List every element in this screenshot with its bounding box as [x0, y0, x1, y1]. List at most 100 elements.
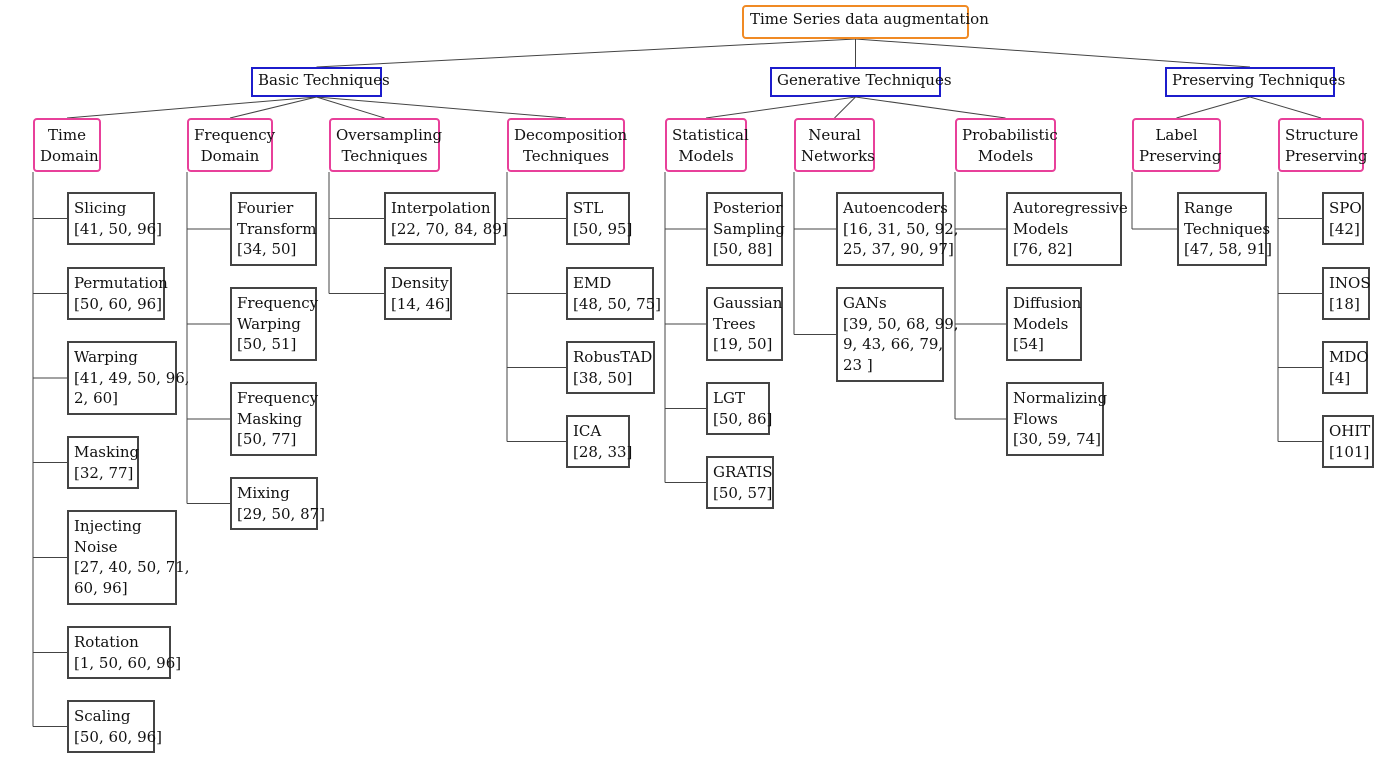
root-node: Time Series data augmentation	[742, 5, 989, 39]
leaf-emd-text-line: [48, 50, 75]	[573, 294, 662, 313]
subcategory-frequency-domain-text-line: Frequency	[194, 126, 276, 144]
leaf-spo-text-line: [42]	[1329, 219, 1360, 238]
leaf-frequency-text-line: Frequency	[237, 294, 319, 312]
leaf-gans-text-line: 23 ]	[843, 355, 873, 374]
leaf-robustad-text-line: RobusTAD	[573, 348, 653, 366]
leaf-permutation: Permutation[50, 60, 96]	[67, 267, 168, 320]
leaf-frequency-text-line: [50, 77]	[237, 430, 297, 448]
leaf-range-text-line: Range	[1184, 199, 1233, 217]
leaf-diffusion-text-line: Models	[1013, 314, 1069, 333]
leaf-rotation: Rotation[1, 50, 60, 96]	[67, 626, 181, 679]
edge-category-to-subcategory	[705, 96, 856, 119]
leaf-gratis-text-line: [50, 57]	[713, 483, 773, 502]
leaf-posterior-text-line: Posterior	[713, 199, 783, 217]
leaf-rotation-text-line: Rotation	[74, 633, 139, 651]
leaf-autoencoders-text-line: [16, 31, 50, 92,	[843, 219, 959, 238]
leaf-masking-text-line: [32, 77]	[74, 463, 134, 482]
leaf-masking: Masking [32, 77]	[67, 436, 139, 489]
leaf-interpolation: Interpolation[22, 70, 84, 89]	[384, 192, 508, 245]
leaf-stl: STL [50, 95]	[566, 192, 633, 245]
subcategory-label-preserving-text-line: Preserving	[1139, 146, 1222, 165]
leaf-gans-text-line: 9, 43, 66, 79,	[843, 335, 944, 353]
leaf-spo-text-line: SPO	[1329, 199, 1362, 217]
leaf-range-text-line: Techniques	[1184, 219, 1271, 238]
leaf-gratis-text-line: GRATIS	[713, 463, 773, 481]
leaf-injecting-text-line: Noise	[74, 537, 118, 556]
leaf-density-text-line: [14, 46]	[391, 294, 451, 313]
leaf-diffusion-text-line: Diffusion	[1013, 294, 1082, 312]
edge-category-to-subcategory	[855, 96, 1006, 119]
leaf-scaling-text-line: [50, 60, 96]	[74, 727, 163, 746]
leaf-fourier-text-line: [34, 50]	[237, 240, 297, 258]
edge-category-to-subcategory	[66, 96, 317, 119]
leaf-slicing-text-line: Slicing	[74, 199, 127, 217]
leaf-fourier-text-line: Fourier	[237, 199, 294, 217]
leaf-autoencoders-text-line: 25, 37, 90, 97]	[843, 240, 954, 258]
leaf-stl-text-line: [50, 95]	[573, 219, 633, 238]
leaf-frequency-text-line: Warping	[237, 314, 301, 333]
leaf-scaling-text-line: Scaling	[74, 707, 131, 725]
leaf-emd: EMD[48, 50, 75]	[566, 267, 662, 320]
subcategory-decomposition-techniques-text-line: Decomposition	[514, 126, 628, 144]
leaf-robustad: RobusTAD[38, 50]	[566, 341, 655, 394]
subcategory-time-domain-text-line: Time	[48, 126, 86, 144]
leaf-ohit: OHIT[101]	[1322, 415, 1374, 468]
leaf-warping-text-line: Warping	[74, 348, 138, 366]
subcategory-statistical-models-text-line: Models	[678, 146, 734, 165]
leaf-ica: ICA[28, 33]	[566, 415, 633, 468]
leaf-inos-text-line: INOS	[1329, 274, 1371, 292]
category-preserving-techniques: Preserving Techniques	[1165, 67, 1345, 97]
leaf-gratis: GRATIS [50, 57]	[706, 456, 774, 509]
leaf-ohit-text-line: [101]	[1329, 442, 1370, 461]
category-basic-techniques-text-line: Basic Techniques	[258, 71, 390, 89]
leaf-ica-text-line: [28, 33]	[573, 442, 633, 461]
leaf-slicing: Slicing [41, 50, 96]	[67, 192, 163, 245]
leaf-normalizing-text-line: Flows	[1013, 409, 1058, 428]
leaf-injecting-text-line: Injecting	[74, 517, 142, 535]
leaf-mdo-text-line: MDO	[1329, 348, 1369, 366]
leaf-mdo-text-line: [4]	[1329, 368, 1351, 387]
root-node-text-line: Time Series data augmentation	[750, 10, 989, 28]
leaf-mixing: Mixing[29, 50, 87]	[230, 477, 325, 530]
leaf-inos-text-line: [18]	[1329, 294, 1360, 313]
leaf-lgt-text-line: LGT	[713, 389, 745, 407]
subcategory-neural-networks-text-line: Networks	[801, 146, 875, 165]
subcategory-time-domain-text-line: Domain	[40, 146, 99, 165]
category-generative-techniques: Generative Techniques	[770, 67, 952, 97]
category-basic-techniques: Basic Techniques	[251, 67, 390, 97]
leaf-autoencoders: Autoencoders[16, 31, 50, 92,25, 37, 90, …	[836, 192, 959, 266]
leaf-frequency-text-line: [50, 51]	[237, 335, 297, 353]
subcategory-decomposition-techniques-text-line: Techniques	[522, 146, 610, 165]
leaf-injecting-text-line: 60, 96]	[74, 578, 128, 597]
leaf-inos: INOS [18]	[1322, 267, 1371, 320]
leaf-slicing-text-line: [41, 50, 96]	[74, 219, 163, 238]
leaf-posterior-text-line: Sampling	[713, 219, 785, 238]
subcategory-frequency-domain-text-line: Domain	[200, 146, 260, 165]
leaf-posterior-text-line: [50, 88]	[713, 240, 773, 258]
leaf-normalizing-text-line: [30, 59, 74]	[1013, 430, 1102, 448]
leaf-stl-text-line: STL	[573, 199, 604, 217]
leaf-gaussian-text-line: [19, 50]	[713, 335, 773, 353]
leaf-interpolation-text-line: Interpolation	[391, 199, 491, 217]
leaf-masking-text-line: Masking	[74, 443, 140, 461]
edge-category-to-subcategory	[1249, 96, 1322, 119]
leaf-autoregressive-text-line: Autoregressive	[1013, 199, 1128, 217]
leaf-fourier-text-line: Transform	[237, 219, 317, 238]
leaf-autoregressive-text-line: [76, 82]	[1013, 240, 1073, 258]
category-generative-techniques-text-line: Generative Techniques	[777, 71, 952, 89]
leaf-lgt: LGT[50, 86]	[706, 382, 772, 435]
leaf-frequency-text-line: Frequency	[237, 389, 319, 407]
leaf-density: Density[14, 46]	[384, 267, 452, 320]
